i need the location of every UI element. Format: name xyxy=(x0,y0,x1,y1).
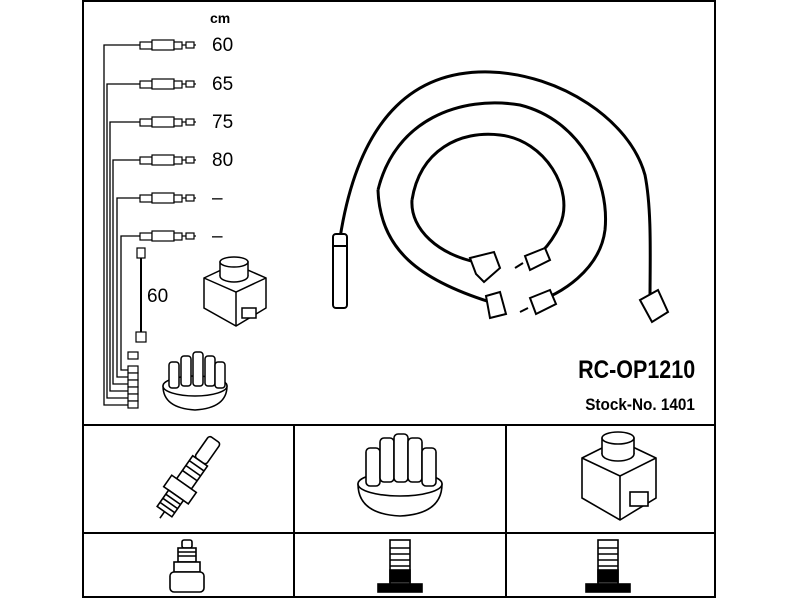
cap-terminal-icon xyxy=(377,539,423,593)
cable-length-2: 65 xyxy=(212,74,234,95)
cable-length-3: 75 xyxy=(212,112,234,133)
divider-col-2 xyxy=(505,424,507,598)
distributor-cap-large-icon xyxy=(357,433,443,517)
ignition-coil-large-icon xyxy=(581,431,657,521)
cap-side-terminals xyxy=(127,351,139,409)
cable-terminal-6 xyxy=(139,230,196,242)
cable-length-5: – xyxy=(212,188,223,209)
cable-terminals xyxy=(127,39,196,409)
distributor-cap-icon xyxy=(162,351,228,411)
cable-length-6: – xyxy=(212,226,223,247)
coil-lead-length: 60 xyxy=(147,286,169,307)
coil-terminal-icon xyxy=(585,539,631,593)
divider-col-1 xyxy=(293,424,295,598)
cable-length-1: 60 xyxy=(212,35,234,56)
cable-terminal-4 xyxy=(139,154,196,166)
cable-terminal-5 xyxy=(139,192,196,204)
ignition-coil-icon xyxy=(203,256,267,327)
cable-terminal-3 xyxy=(139,116,196,128)
spark-plug-icon xyxy=(156,435,221,519)
divider-top xyxy=(82,424,716,426)
length-unit: cm xyxy=(210,10,231,26)
cable-routing-lines xyxy=(103,44,142,406)
divider-bottom xyxy=(82,532,716,534)
stock-number: Stock-No. 1401 xyxy=(585,395,695,414)
main-cable-set xyxy=(338,70,652,304)
plug-terminal-icon xyxy=(169,539,205,593)
cable-terminal-1 xyxy=(139,39,196,51)
cable-length-4: 80 xyxy=(212,150,234,171)
cable-terminal-2 xyxy=(139,78,196,90)
kit-code: RC-OP1210 xyxy=(577,356,695,384)
main-cable-ends xyxy=(332,233,670,324)
diagram-frame xyxy=(82,0,716,598)
